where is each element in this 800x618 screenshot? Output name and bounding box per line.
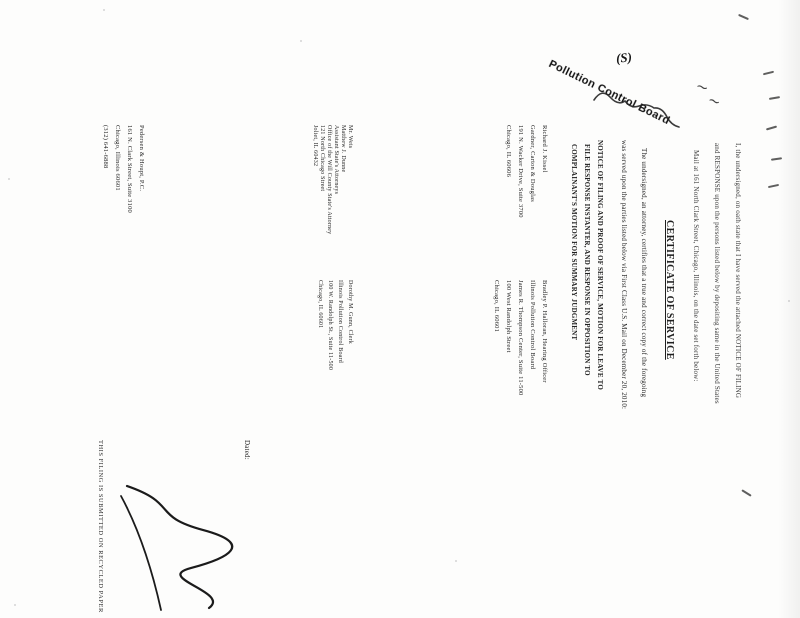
- firm-address-line: (312) 641-6888: [102, 125, 109, 169]
- recipient-line: Chicago, IL 60601: [493, 280, 500, 333]
- noise-speck: [14, 604, 16, 606]
- certify-line: The undersigned, an attorney, certifies …: [640, 148, 648, 398]
- recipient-line: Joliet, IL 60432: [312, 125, 318, 167]
- attorney-signature-icon: [120, 484, 234, 611]
- document-caps-line: COMPLAINANT'S MOTION FOR SUMMARY JUDGMEN…: [570, 144, 578, 341]
- recipient-line: Illinois Pollution Control Board: [337, 280, 343, 363]
- intro-line: Mail at 161 North Clark Street, Chicago,…: [692, 150, 700, 382]
- pen-tick-mark: [762, 70, 775, 76]
- recipient-line: 100 West Randolph Street: [505, 280, 512, 353]
- recipient-line: Richard J. Kissel: [541, 125, 548, 173]
- firm-address-line: Chicago, Illinois 60601: [114, 125, 121, 191]
- recipient-line: 100 W. Randolph St., Suite 11-500: [327, 280, 333, 371]
- recipient-line: Chicago, IL 60601: [317, 280, 323, 329]
- document-caps-line: FILE RESPONSE INSTANTER, AND RESPONSE IN…: [583, 144, 591, 376]
- noise-speck: [300, 40, 302, 42]
- noise-speck: [788, 300, 790, 302]
- document-caps-line: NOTICE OF FILING AND PROOF OF SERVICE, M…: [596, 140, 604, 390]
- pen-tick-mark: [765, 125, 778, 131]
- noise-speck: [103, 9, 105, 11]
- recipient-line: Bradley P. Halloran, Hearing Officer: [541, 280, 548, 383]
- recipient-line: Assistant State's Attorneys: [333, 125, 339, 195]
- firm-address-line: Pedersen & Houpt, P.C.: [138, 125, 145, 192]
- recipient-line: 191 N. Wacker Drive, Suite 3700: [517, 125, 524, 218]
- recipient-line: 121 North Chicago Street: [319, 125, 325, 192]
- recipient-line: Gardner, Carton & Douglas: [529, 125, 536, 202]
- recipient-line: Illinois Pollution Control Board: [529, 280, 536, 370]
- certify-line: was served upon the parties listed below…: [620, 140, 628, 410]
- noise-speck: [455, 560, 457, 562]
- firm-address-line: 161 N. Clark Street, Suite 3100: [126, 125, 133, 213]
- certificate-title: CERTIFICATE OF SERVICE: [664, 220, 675, 360]
- noise-speck: [8, 178, 10, 180]
- certificate-document: I, the undersigned, on oath state that I…: [95, 10, 745, 613]
- dated-label: Dated:: [243, 440, 251, 460]
- scan-edge-shadow: [778, 0, 800, 618]
- stamp-scribble-icon: [593, 92, 680, 128]
- intro-line: and RESPONSE upon the persons listed bel…: [713, 143, 721, 404]
- recycled-paper-footer: THIS FILING IS SUBMITTED ON RECYCLED PAP…: [97, 440, 104, 613]
- recipient-line: Matthew J. Dunne: [340, 125, 346, 173]
- intro-line: I, the undersigned, on oath state that I…: [734, 143, 742, 399]
- recipient-line: James R. Thompson Center, Suite 11-500: [517, 280, 524, 396]
- recipient-line: Chicago, IL 60606: [505, 125, 512, 178]
- handwritten-mark: (S): [615, 49, 633, 66]
- recipient-line: Mr. Weis: [347, 125, 353, 149]
- recipient-line: Office of the Will County State's Attorn…: [326, 125, 332, 235]
- recipient-line: Dorothy M. Gunn, Clerk: [347, 280, 353, 344]
